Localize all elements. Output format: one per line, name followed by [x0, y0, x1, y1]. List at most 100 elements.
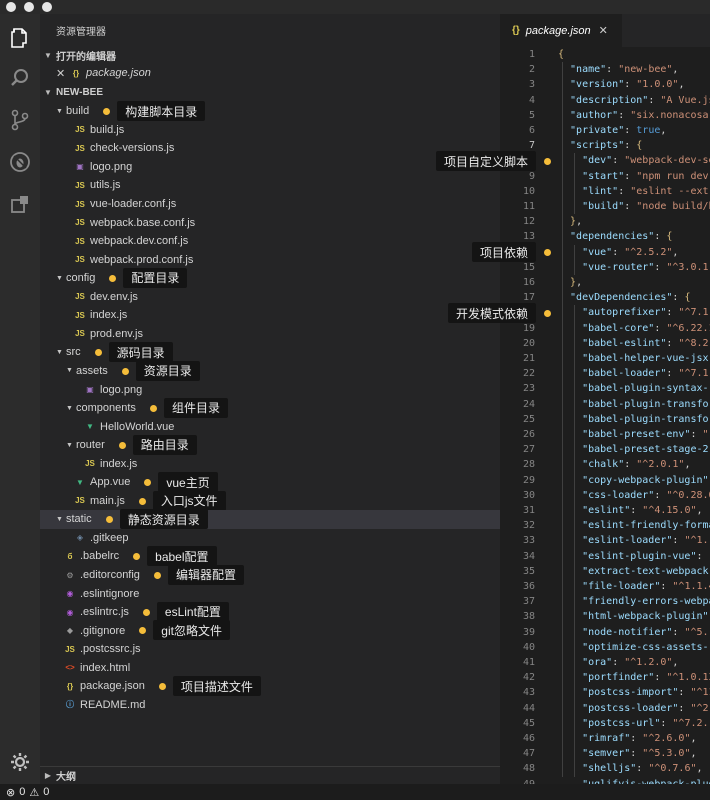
file-item[interactable]: ▣logo.png [40, 158, 500, 177]
warning-icon[interactable]: ⚠ [29, 786, 40, 799]
file-item[interactable]: ◆.gitignore [40, 621, 500, 640]
code-line[interactable]: "uglifyjs-webpack-plug [558, 777, 710, 784]
folder-item[interactable]: ▼router [40, 436, 500, 455]
code-line[interactable]: "start": "npm run dev" [558, 170, 710, 182]
code-line[interactable]: "node-notifier": "^5. [558, 626, 709, 638]
code-line[interactable]: "babel-loader": "^7.1. [558, 368, 710, 380]
code-line[interactable]: "friendly-errors-webpa [558, 596, 710, 608]
code-line[interactable]: "copy-webpack-plugin" [558, 474, 709, 486]
code-line[interactable]: "babel-eslint": "^8.2. [558, 337, 710, 349]
close-icon[interactable]: ✕ [56, 67, 66, 80]
code-line[interactable]: "chalk": "^2.0.1", [558, 459, 691, 471]
file-item[interactable]: JS.postcssrc.js [40, 640, 500, 659]
code-line[interactable]: "dev": "webpack-dev-se [558, 155, 710, 167]
code-line[interactable]: "dependencies": { [558, 231, 673, 243]
file-item[interactable]: ◉.eslintrc.js [40, 603, 500, 622]
code-line[interactable]: "version": "1.0.0", [558, 79, 685, 91]
code-line[interactable]: "babel-preset-env": " [558, 429, 709, 440]
code-line[interactable]: "ora": "^1.2.0", [558, 657, 679, 668]
code-line[interactable]: }, [558, 277, 583, 288]
code-line[interactable]: "css-loader": "^0.28.0 [558, 489, 710, 501]
folder-item[interactable]: ▼src [40, 343, 500, 362]
debug-icon[interactable] [8, 150, 32, 174]
code-line[interactable]: "rimraf": "^2.6.0", [558, 733, 697, 744]
code-line[interactable]: "build": "node build/b [558, 201, 710, 212]
search-icon[interactable] [8, 66, 32, 90]
explorer-icon[interactable] [8, 26, 32, 50]
code-line[interactable]: "babel-preset-stage-2 [558, 444, 709, 456]
folder-item[interactable]: ▼assets [40, 362, 500, 381]
file-item[interactable]: {}package.json [40, 677, 500, 696]
file-item[interactable]: ▼HelloWorld.vue [40, 417, 500, 436]
code-line[interactable]: "vue": "^2.5.2", [558, 246, 679, 258]
code-line[interactable]: "eslint-plugin-vue": " [558, 550, 710, 562]
code-line[interactable]: "description": "A Vue.js [558, 94, 710, 106]
folder-item[interactable]: ▼components [40, 399, 500, 418]
code-line[interactable]: }, [558, 216, 583, 228]
error-count[interactable]: 0 [19, 786, 26, 798]
code-line[interactable]: "babel-core": "^6.22.1 [558, 322, 710, 334]
maximize-window-button[interactable] [42, 2, 52, 12]
error-icon[interactable]: ⊗ [6, 786, 16, 799]
warning-count[interactable]: 0 [43, 786, 50, 798]
code-line[interactable]: "babel-helper-vue-jsx [558, 353, 709, 364]
code-line[interactable]: "author": "six.nonacosa [558, 109, 709, 121]
close-icon[interactable]: ✕ [598, 25, 608, 37]
folder-item[interactable]: ▼config [40, 269, 500, 288]
code-line[interactable]: { [558, 49, 565, 60]
file-item[interactable]: ◉.eslintignore [40, 584, 500, 603]
code-line[interactable]: "optimize-css-assets- [558, 641, 709, 653]
code-line[interactable]: "scripts": { [558, 140, 643, 152]
code-line[interactable]: "babel-plugin-transfo [558, 398, 709, 410]
file-item[interactable]: ▣logo.png [40, 380, 500, 399]
code-line[interactable]: "portfinder": "^1.0.13 [558, 672, 710, 684]
code-line[interactable]: "postcss-url": "^7.2. [558, 717, 709, 729]
source-control-icon[interactable] [8, 108, 32, 132]
project-header[interactable]: ▼ NEW-BEE [40, 83, 500, 101]
code-line[interactable]: "eslint-loader": "^1. [558, 535, 709, 547]
code-line[interactable]: "private": true, [558, 125, 667, 136]
code-line[interactable]: "html-webpack-plugin" [558, 611, 709, 623]
file-item[interactable]: <>index.html [40, 659, 500, 678]
code-line[interactable]: "shelljs": "^0.7.6", [558, 763, 703, 775]
gear-icon[interactable] [8, 750, 32, 774]
close-window-button[interactable] [6, 2, 16, 12]
code-line[interactable]: "name": "new-bee", [558, 64, 679, 76]
code-line[interactable]: "lint": "eslint --ext [558, 185, 709, 197]
open-editors-header[interactable]: ▼ 打开的编辑器 [40, 46, 500, 64]
code-line[interactable]: "autoprefixer": "^7.1. [558, 307, 710, 319]
code-line[interactable]: "babel-plugin-transfo [558, 413, 709, 425]
file-item[interactable]: ▼App.vue [40, 473, 500, 492]
code-line[interactable]: "postcss-loader": "^2 [558, 702, 709, 714]
code-line[interactable]: "vue-router": "^3.0.1" [558, 261, 710, 273]
code-line[interactable]: "devDependencies": { [558, 292, 691, 304]
file-item[interactable]: б.babelrc [40, 547, 500, 566]
extensions-icon[interactable] [8, 192, 32, 216]
folder-item[interactable]: ▼build [40, 102, 500, 121]
code-line[interactable]: "eslint-friendly-forma [558, 520, 710, 532]
code-line[interactable]: "postcss-import": "^11 [558, 687, 710, 699]
code-line[interactable]: "extract-text-webpack [558, 565, 709, 577]
code-editor[interactable]: 1234567891011121314151617181920212223242… [500, 47, 710, 784]
open-editor-item[interactable]: ✕ {} package.json [40, 64, 500, 83]
minimize-window-button[interactable] [24, 2, 34, 12]
outline-header[interactable]: ▶ 大纲 [40, 766, 500, 784]
tab-package-json[interactable]: {} package.json ✕ [500, 14, 622, 47]
code-line[interactable]: "semver": "^5.3.0", [558, 748, 697, 760]
code-line[interactable]: "eslint": "^4.15.0", [558, 505, 703, 516]
code-line[interactable]: "file-loader": "^1.1.4 [558, 581, 710, 592]
file-item[interactable]: ◈.gitkeep [40, 529, 500, 548]
